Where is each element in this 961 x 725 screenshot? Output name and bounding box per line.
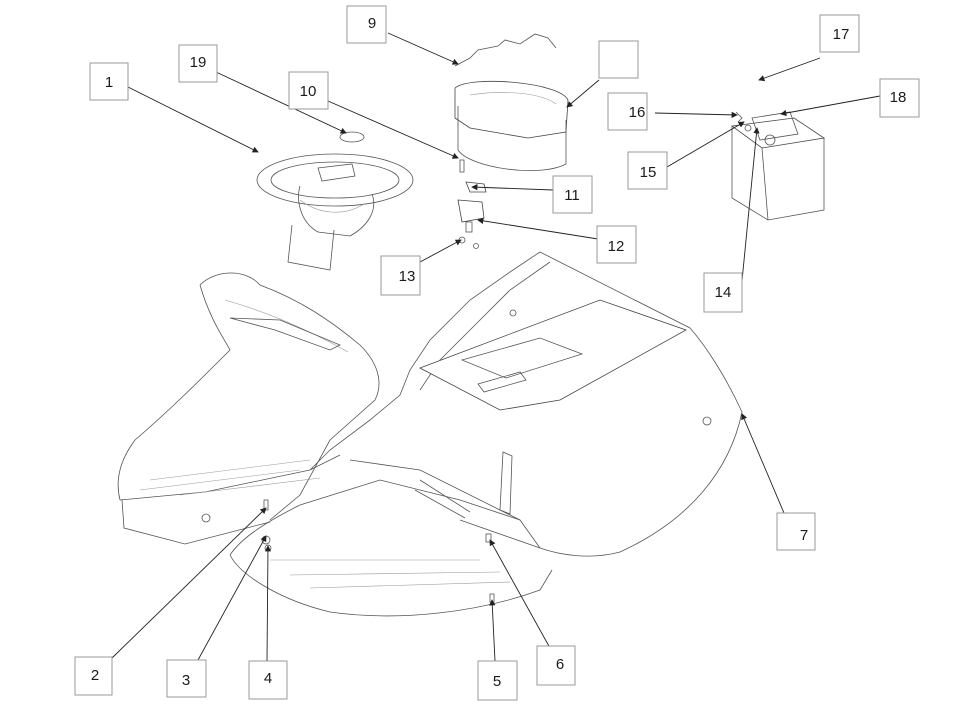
callout-6: 6 — [536, 645, 576, 686]
seat-rod — [454, 33, 557, 67]
callout-18: 18 — [879, 78, 920, 118]
callout-7: 7 — [776, 512, 816, 551]
callout-19: 19 — [178, 44, 218, 83]
callout-15: 15 — [627, 151, 668, 190]
callout-blank — [598, 40, 639, 79]
svg-text:12: 12 — [608, 238, 625, 255]
svg-text:14: 14 — [715, 284, 732, 301]
svg-text:19: 19 — [190, 54, 207, 71]
svg-text:3: 3 — [182, 672, 190, 689]
switch-assembly — [457, 159, 487, 249]
callout-16: 16 — [607, 92, 648, 131]
svg-text:17: 17 — [833, 26, 850, 43]
rear-fender — [309, 251, 743, 557]
callout-4: 4 — [248, 660, 288, 700]
svg-text:9: 9 — [368, 15, 376, 32]
callout-5: 5 — [477, 660, 518, 701]
seat — [454, 80, 569, 171]
svg-text:15: 15 — [640, 164, 657, 181]
svg-text:6: 6 — [556, 656, 564, 673]
svg-text:2: 2 — [91, 667, 99, 684]
svg-text:10: 10 — [300, 83, 317, 100]
callout-13: 13 — [380, 255, 421, 296]
steering-cap — [339, 131, 365, 143]
callout-17: 17 — [819, 14, 860, 53]
callout-12: 12 — [596, 225, 637, 264]
callout-10: 10 — [288, 71, 329, 110]
callout-9: 9 — [346, 5, 387, 44]
svg-text:7: 7 — [800, 527, 808, 544]
leader-lines — [111, 32, 881, 662]
parts-illustration — [117, 33, 826, 617]
svg-text:4: 4 — [264, 670, 272, 687]
svg-text:18: 18 — [890, 89, 907, 106]
svg-text:5: 5 — [493, 673, 501, 690]
steering-wheel — [256, 153, 414, 271]
svg-text:1: 1 — [105, 74, 113, 91]
callout-2: 2 — [74, 656, 113, 696]
callout-3: 3 — [166, 659, 207, 698]
fender-shroud — [117, 272, 380, 545]
svg-text:13: 13 — [399, 268, 416, 285]
battery — [730, 111, 826, 221]
callout-11: 11 — [552, 175, 593, 214]
terminal-bolt — [735, 111, 743, 123]
floor-pan — [179, 477, 553, 617]
svg-text:16: 16 — [629, 104, 646, 121]
svg-text:11: 11 — [564, 187, 580, 204]
callout-1: 1 — [89, 62, 129, 101]
callout-14: 14 — [703, 272, 743, 313]
